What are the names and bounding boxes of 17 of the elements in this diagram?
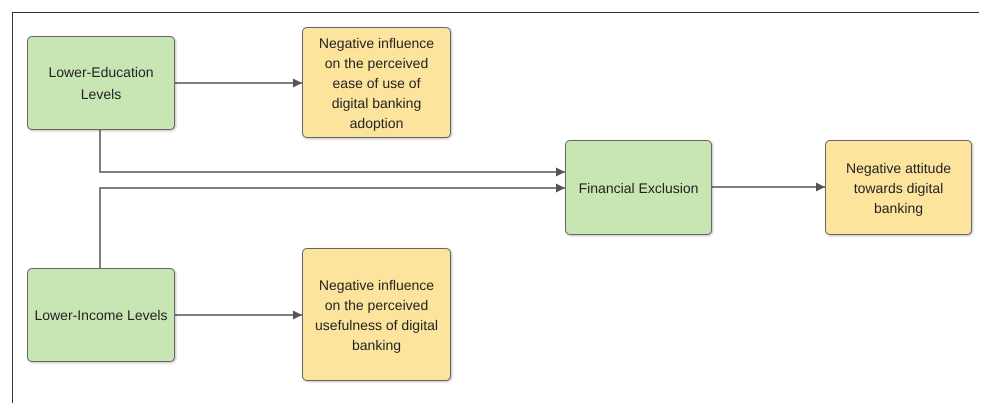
- box-text: Lower-Education Levels: [47, 63, 155, 104]
- box-text: Negative influence on the perceived ease of use of digital banking adoption: [318, 34, 436, 132]
- factor-box: [27, 268, 175, 362]
- arrow: [175, 310, 302, 320]
- factor-box: [565, 140, 712, 235]
- box-text: Negative influence on the perceived usefulness of digital banking: [315, 276, 438, 354]
- effect-box: [302, 248, 451, 381]
- box-text: Negative attitude towards digital banking: [844, 158, 952, 218]
- arrow: [175, 78, 302, 88]
- arrow: [99, 184, 565, 268]
- effect-box: [302, 27, 451, 138]
- box-text: Financial Exclusion: [578, 178, 698, 198]
- factor-box: [27, 36, 175, 130]
- arrow: [99, 130, 565, 176]
- effect-box: [825, 140, 972, 235]
- arrow: [712, 182, 825, 192]
- box-text: Lower-Income Levels: [34, 306, 168, 325]
